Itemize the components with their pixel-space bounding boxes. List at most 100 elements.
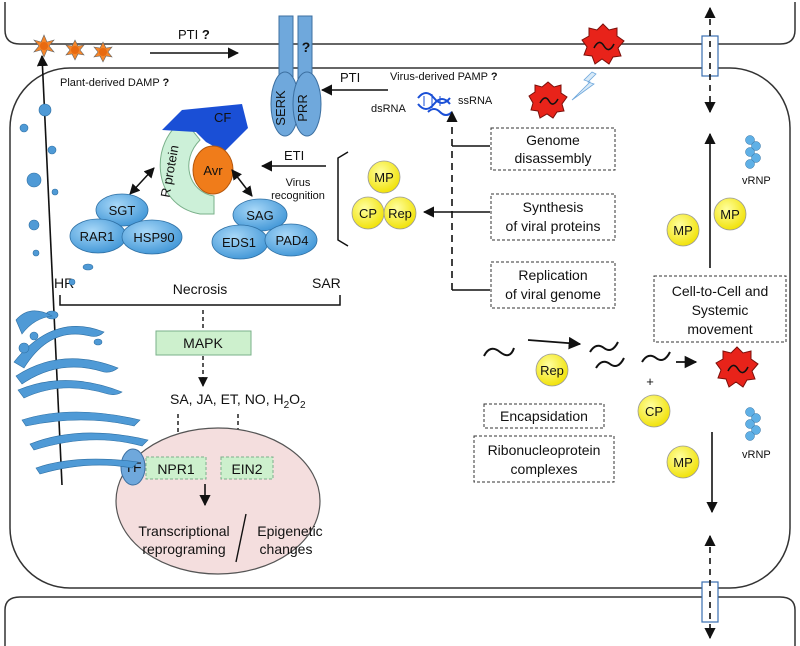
lightning-icon (571, 71, 597, 101)
mp-label: MP (374, 170, 394, 185)
genome-disassembly-box: Genome disassembly (490, 127, 616, 171)
cp-label: CP (359, 206, 377, 221)
replication-arrow (527, 336, 582, 350)
ribonucleoprotein-box: Ribonucleoprotein complexes (473, 435, 615, 483)
sag-label: SAG (246, 208, 273, 223)
sar-label: SAR (312, 275, 341, 291)
ssrna-label: ssRNA (458, 95, 493, 107)
hsp90-label: HSP90 (133, 230, 174, 245)
epigenetic-label-2: changes (260, 541, 313, 557)
ein2-box (220, 456, 274, 480)
genome-label-1: Genome (526, 132, 580, 148)
damp-star-icon (33, 34, 55, 58)
replication-box: Replication of viral genome (490, 261, 616, 309)
cell-walls (4, 2, 796, 646)
mp-movement-3 (666, 445, 700, 479)
viral-proteins-cluster: MP CP Rep (351, 160, 417, 230)
replication-label-1: Replication (518, 267, 587, 283)
mp-movement-label-2: MP (720, 207, 740, 222)
mp-movement-label-3: MP (673, 455, 693, 470)
prr-label: PRR (295, 94, 310, 121)
ein2-label: EIN2 (231, 461, 262, 477)
sgt-rar1-hsp90-cluster: SGT RAR1 HSP90 (69, 193, 183, 255)
cp-label-right: CP (645, 404, 663, 419)
r-protein-complex: R protein CF Avr (158, 104, 248, 215)
synthesis-box: Synthesis of viral proteins (490, 193, 616, 241)
virus-particle-icon (528, 81, 568, 119)
genome-label-2: disassembly (514, 150, 591, 166)
plus-sign: + (646, 374, 654, 389)
rep-protein (383, 196, 417, 230)
recognition-label-1: Virus (286, 177, 311, 189)
pti-label: PTI (340, 70, 360, 85)
npr1-label: NPR1 (157, 461, 195, 477)
plasmodesma-bottom (701, 534, 719, 640)
eds1-label: EDS1 (222, 235, 256, 250)
vrnp-bead-icon (745, 407, 761, 441)
transcriptional-label-1: Transcriptional (138, 523, 229, 539)
mp-movement-1 (666, 213, 700, 247)
cf-shape (162, 104, 248, 152)
encapsidation-label: Encapsidation (500, 408, 588, 424)
dsrna-label: dsRNA (371, 103, 407, 115)
r-protein-shape (159, 119, 215, 215)
slash-divider (235, 513, 247, 563)
movement-label-2: Systemic (692, 302, 749, 318)
mp-movement-2 (713, 197, 747, 231)
necrosis-label: Necrosis (173, 281, 227, 297)
plant-cell-membrane (9, 67, 791, 589)
rep-label: Rep (388, 206, 412, 221)
sag-link-arrow (231, 169, 253, 197)
virus-particle-icon (581, 23, 625, 65)
recognition-label-2: recognition (271, 190, 325, 202)
synthesis-label-2: of viral proteins (506, 218, 601, 234)
dsrna-icon (417, 92, 451, 110)
replication-label-2: of viral genome (505, 286, 601, 302)
viral-protein-bracket (337, 151, 349, 247)
sag-eds1-pad4-cluster: SAG EDS1 PAD4 (211, 198, 318, 260)
damp-star-icon (93, 41, 113, 63)
pamp-label: Virus-derived PAMP ? (390, 71, 498, 83)
rna-strands-replication (483, 341, 671, 369)
cp-protein-right (637, 394, 671, 428)
pti-top-label: PTI ? (178, 27, 210, 42)
signal-molecules-label: SA, JA, ET, NO, H2O2 (170, 391, 306, 411)
rep-protein-right (535, 353, 569, 387)
ribonucleoprotein-label-2: complexes (511, 461, 578, 477)
ribonucleoprotein-label-1: Ribonucleoprotein (488, 442, 601, 458)
endomembrane-system (13, 103, 149, 475)
plasmodesma-top (701, 6, 719, 114)
npr1-box (145, 456, 207, 480)
serk-prr-receptor: SERK PRR ? (270, 15, 322, 137)
rep-label-right: Rep (540, 363, 564, 378)
encapsidation-box: Encapsidation (483, 403, 605, 429)
ssrna-icon (427, 108, 453, 116)
mp-protein (367, 160, 401, 194)
serk-label: SERK (273, 90, 288, 126)
synthesis-label-1: Synthesis (523, 199, 584, 215)
vrnp-bead-icon (745, 135, 761, 169)
mp-movement-label-1: MP (673, 223, 693, 238)
pad4-label: PAD4 (276, 233, 309, 248)
rar1-label: RAR1 (80, 229, 115, 244)
avr-label: Avr (203, 163, 223, 178)
movement-label-3: movement (687, 321, 752, 337)
vrnp-label-top: vRNP (742, 175, 771, 187)
vrnp-label-bottom: vRNP (742, 449, 771, 461)
damp-label: Plant-derived DAMP ? (60, 77, 170, 89)
defense-bracket (59, 295, 341, 306)
epigenetic-label-1: Epigenetic (257, 523, 322, 539)
virus-particle-icon (715, 346, 759, 388)
transcriptional-label-2: reprograming (142, 541, 225, 557)
damp-star-icon (65, 39, 85, 61)
receptor-question: ? (302, 39, 311, 55)
sgt-label: SGT (109, 203, 136, 218)
hr-label: HR (54, 275, 74, 291)
eti-label: ETI (284, 148, 304, 163)
movement-label-1: Cell-to-Cell and (672, 283, 768, 299)
mapk-box (155, 330, 252, 356)
damp-stars (33, 34, 113, 63)
cf-label: CF (214, 110, 231, 125)
